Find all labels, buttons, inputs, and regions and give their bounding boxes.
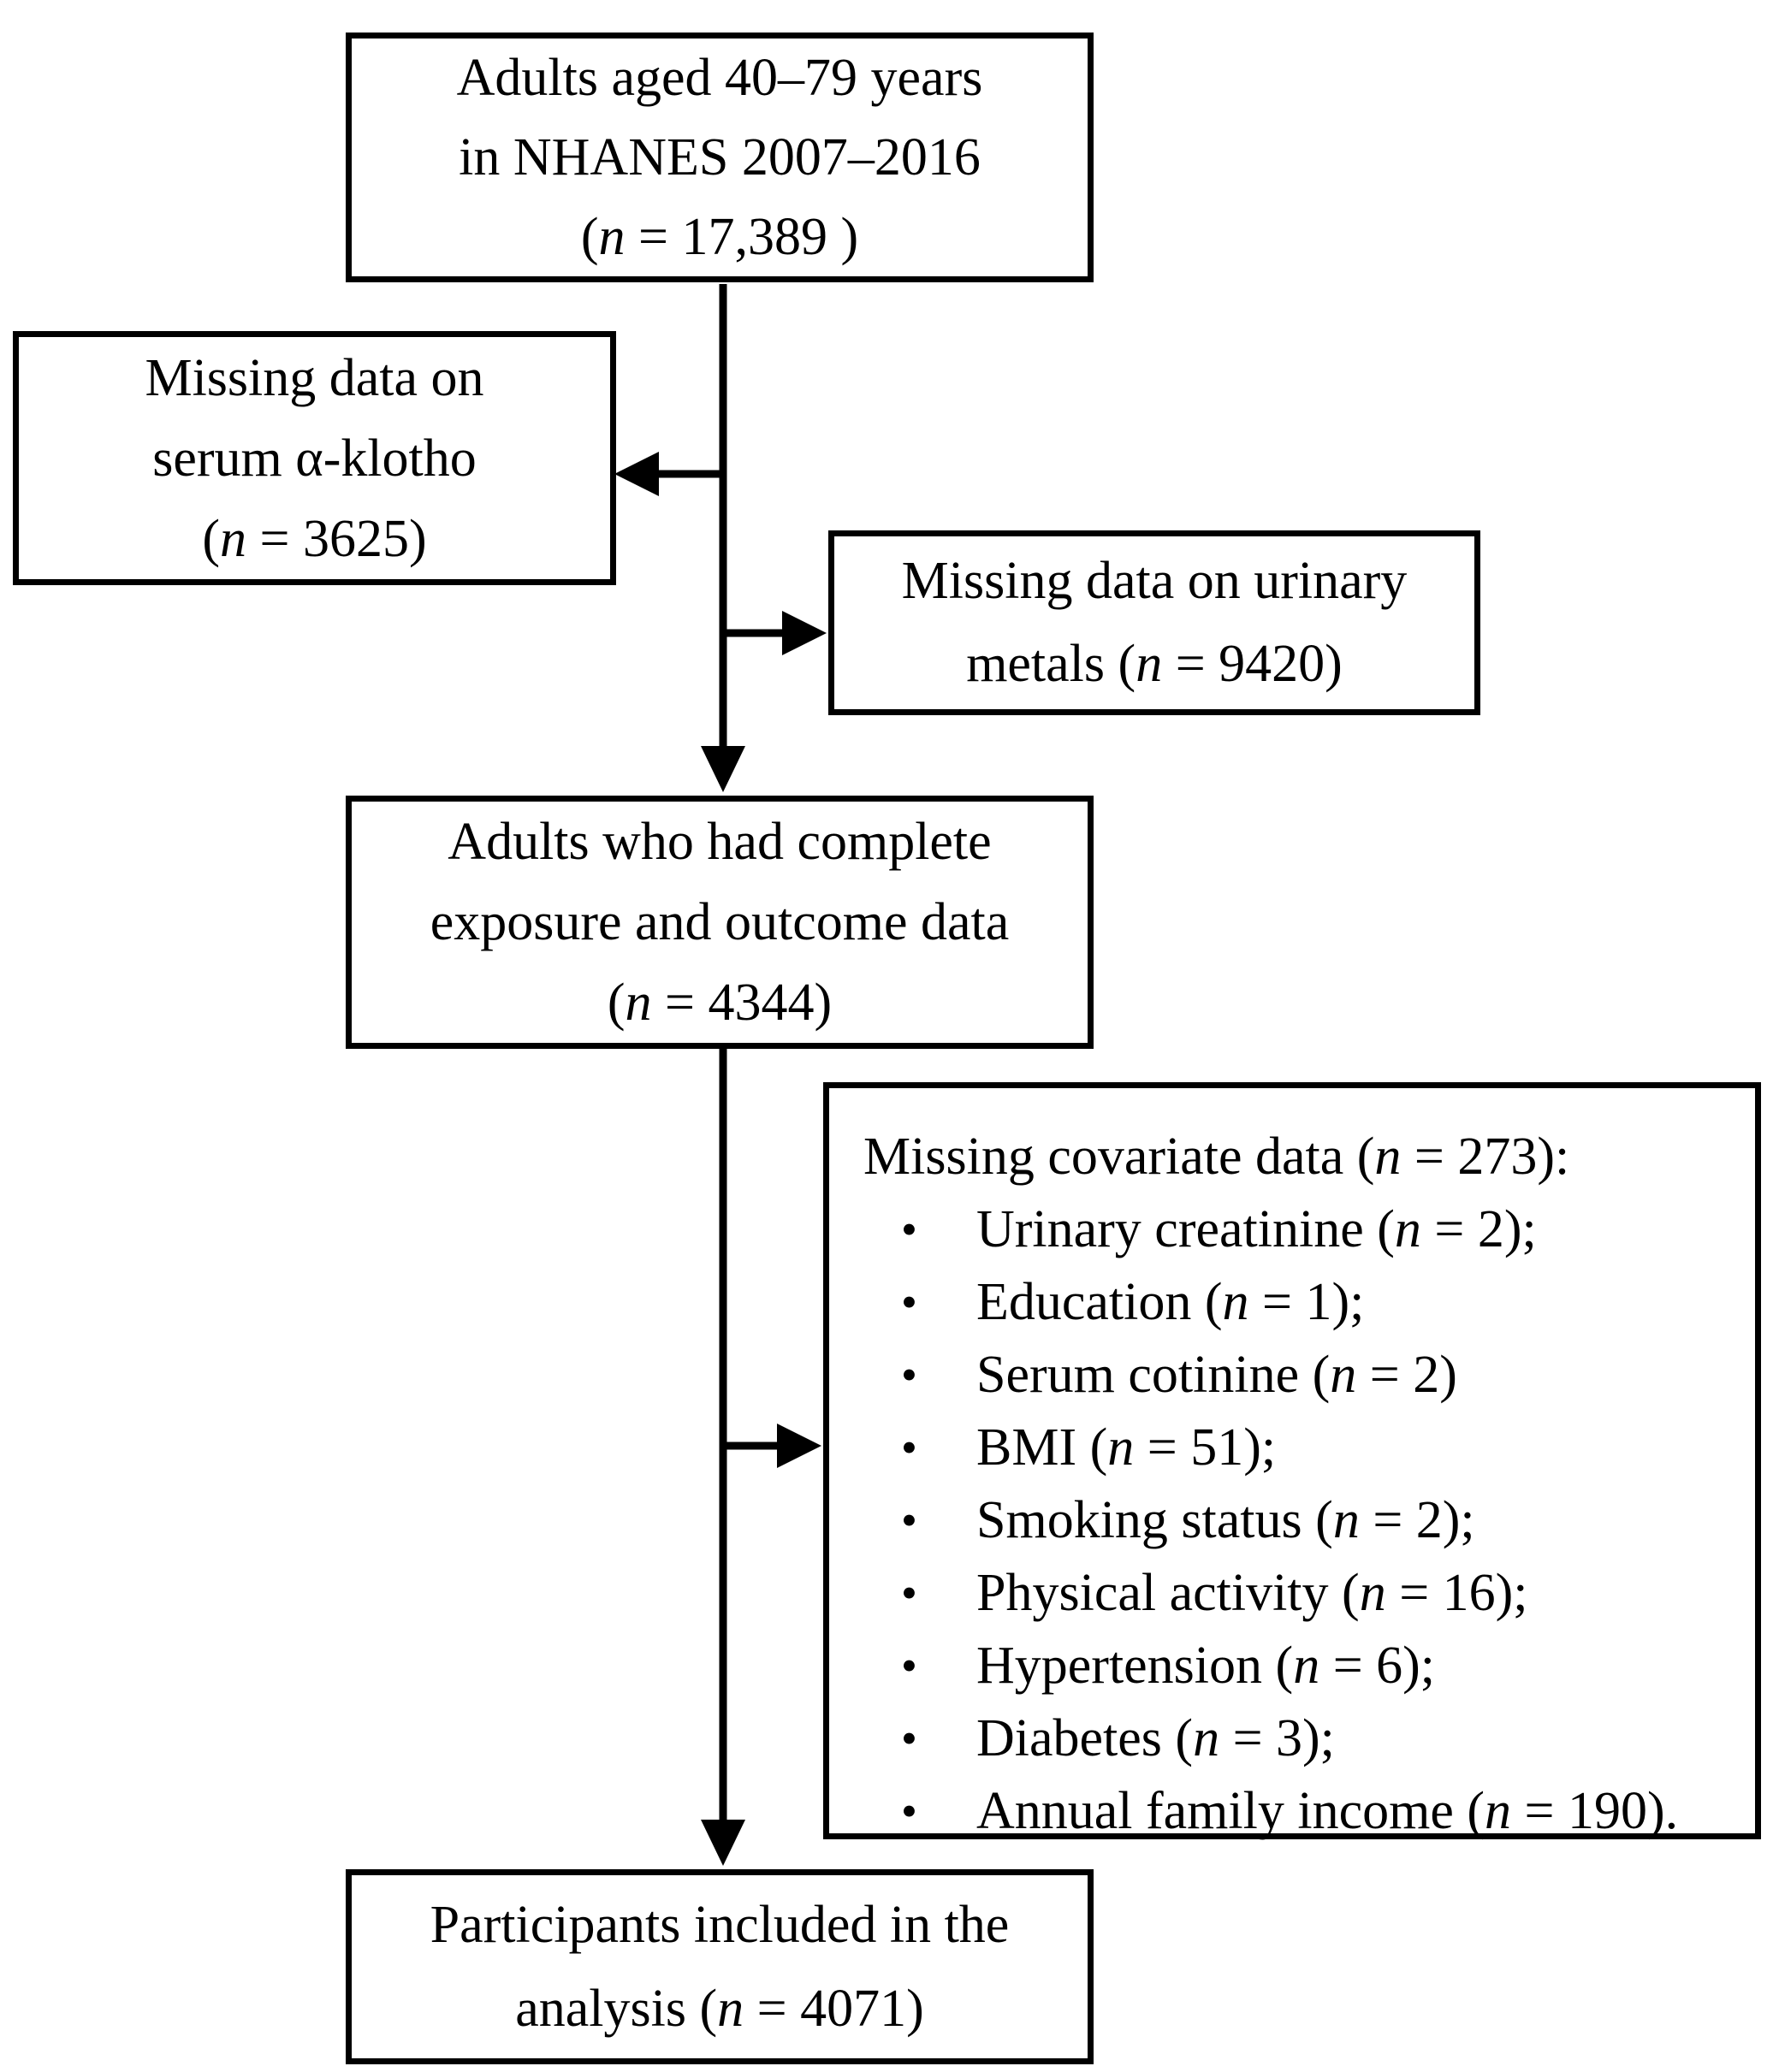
bullet-icon: • — [901, 1567, 917, 1619]
covariate-item-label: Diabetes (n = 3); — [976, 1709, 1335, 1767]
bullet-icon: • — [901, 1495, 917, 1546]
box-text-line: (n = 4344) — [607, 974, 833, 1032]
box-text-line: Missing data on — [145, 348, 484, 407]
box-final-analysis: Participants included in the analysis (n… — [346, 1869, 1094, 2064]
box-text-line: exposure and outcome data — [430, 893, 1010, 951]
covariate-list: • Urinary creatinine (n = 2); • Educatio… — [863, 1193, 1746, 1848]
bullet-icon: • — [901, 1713, 917, 1764]
covariate-item: • Hypertension (n = 6); — [863, 1630, 1746, 1702]
box-text-line: analysis (n = 4071) — [515, 1980, 924, 2038]
covariate-item-label: Hypertension (n = 6); — [976, 1637, 1436, 1695]
covariate-item: • Physical activity (n = 16); — [863, 1557, 1746, 1630]
box-text-line: Adults who had complete — [448, 813, 992, 871]
box-text-line: metals (n = 9420) — [966, 635, 1343, 693]
arrowhead-left-icon — [614, 452, 659, 496]
box-text-line: in NHANES 2007–2016 — [459, 127, 981, 186]
box-text-line: (n = 17,389 ) — [580, 207, 859, 266]
covariate-item: • Urinary creatinine (n = 2); — [863, 1193, 1746, 1266]
bullet-icon: • — [901, 1422, 917, 1473]
box-text-line: Adults aged 40–79 years — [456, 48, 983, 107]
bullet-icon: • — [901, 1276, 917, 1328]
box-complete-data: Adults who had complete exposure and out… — [346, 796, 1094, 1049]
arrowhead-down-icon — [701, 1820, 745, 1866]
covariate-item: • Serum cotinine (n = 2) — [863, 1339, 1746, 1412]
arrowhead-down-icon — [701, 746, 745, 792]
covariate-item: • Diabetes (n = 3); — [863, 1702, 1746, 1775]
covariates-heading: Missing covariate data (n = 273): — [863, 1128, 1570, 1186]
box-text-line: Participants included in the — [430, 1896, 1010, 1954]
box-text-line: (n = 3625) — [202, 509, 427, 568]
bullet-icon: • — [901, 1349, 917, 1400]
covariate-item-label: BMI (n = 51); — [976, 1418, 1277, 1477]
box-text-line: Missing data on urinary — [901, 552, 1408, 610]
box-nhanes-population: Adults aged 40–79 years in NHANES 2007–2… — [346, 33, 1094, 282]
covariate-item-label: Education (n = 1); — [976, 1273, 1365, 1331]
bullet-icon: • — [901, 1204, 917, 1255]
bullet-icon: • — [901, 1785, 917, 1837]
covariate-item-label: Urinary creatinine (n = 2); — [976, 1200, 1537, 1258]
box-text-line: serum α-klotho — [152, 429, 477, 488]
covariate-item-label: Serum cotinine (n = 2) — [976, 1346, 1457, 1404]
covariate-item: • Annual family income (n = 190). — [863, 1775, 1746, 1848]
covariate-item: • Education (n = 1); — [863, 1266, 1746, 1339]
covariate-item-label: Physical activity (n = 16); — [976, 1564, 1528, 1622]
box-missing-serum-klotho: Missing data on serum α-klotho (n = 3625… — [13, 331, 616, 585]
covariate-item-label: Smoking status (n = 2); — [976, 1491, 1475, 1549]
arrowhead-right-icon — [777, 1424, 821, 1468]
box-missing-urinary-metals: Missing data on urinary metals (n = 9420… — [828, 530, 1480, 715]
box-missing-covariates: Missing covariate data (n = 273): • Urin… — [823, 1082, 1761, 1840]
covariate-item: • BMI (n = 51); — [863, 1412, 1746, 1484]
covariate-item: • Smoking status (n = 2); — [863, 1484, 1746, 1557]
bullet-icon: • — [901, 1640, 917, 1691]
covariate-item-label: Annual family income (n = 190). — [976, 1782, 1679, 1840]
arrowhead-right-icon — [782, 611, 827, 655]
